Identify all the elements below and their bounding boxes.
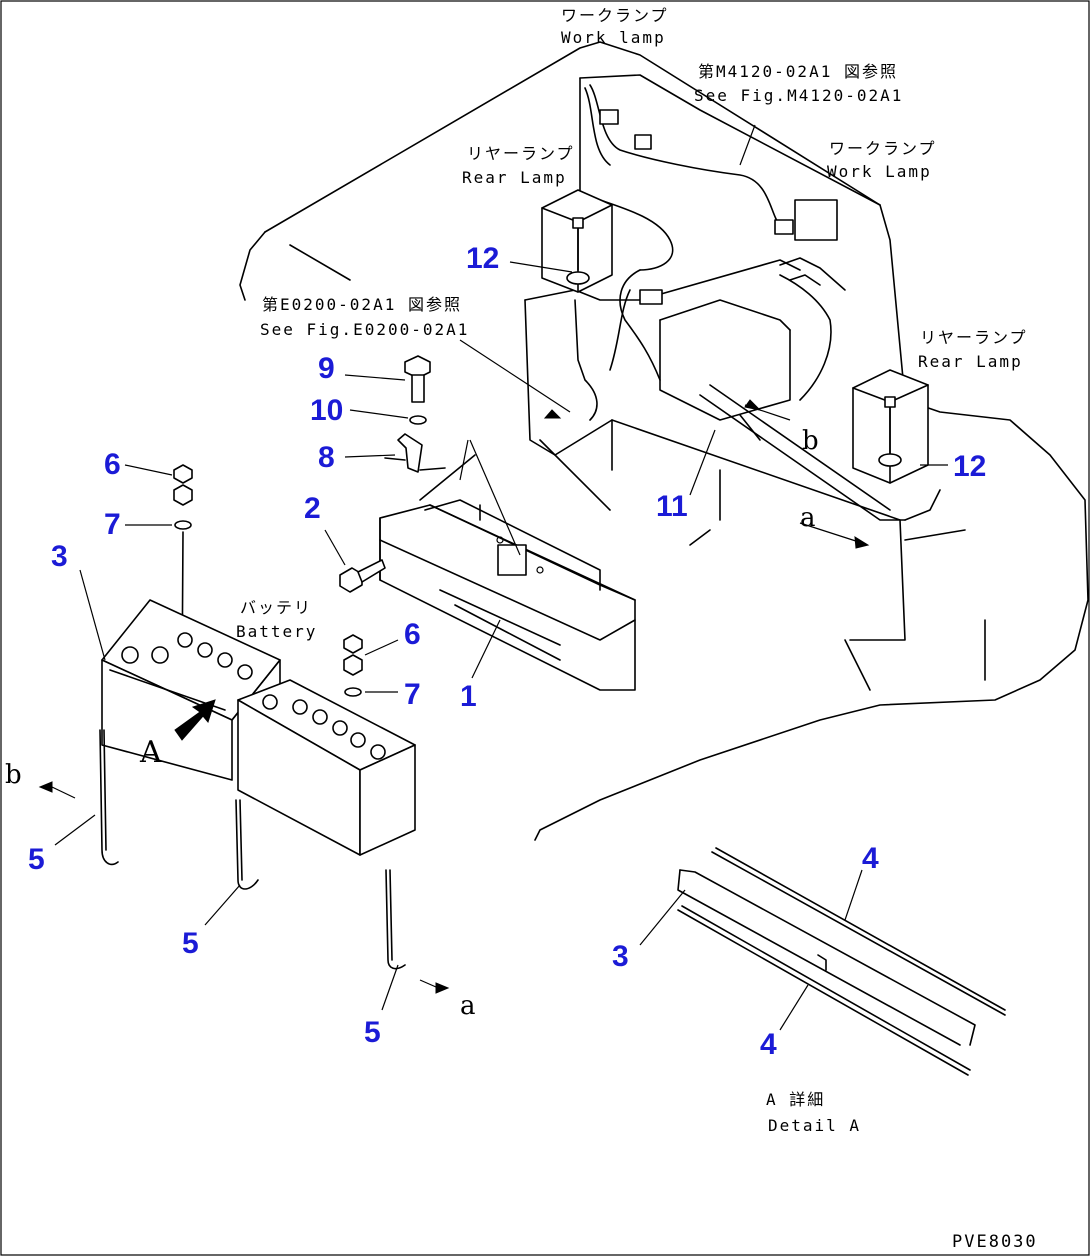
leader-lines — [54, 124, 948, 1031]
rear-lamp-left — [541, 189, 613, 293]
reference-top-en: See Fig.M4120-02A1 — [694, 86, 904, 105]
callout-4-top: 4 — [862, 842, 879, 875]
bolt — [339, 559, 386, 593]
callout-3-main: 3 — [51, 540, 68, 573]
arrow-b-label: b — [802, 426, 819, 456]
detail-a-en: Detail A — [768, 1116, 862, 1135]
drawing-code: PVE8030 — [952, 1232, 1038, 1252]
detail-a — [677, 847, 1006, 1076]
work-lamp-right-jp: ワークランプ — [829, 139, 937, 158]
work-lamp-right-body — [794, 199, 838, 241]
callout-9: 9 — [318, 352, 335, 385]
callout-12-right: 12 — [953, 450, 987, 483]
work-lamp-top-jp: ワークランプ — [561, 6, 669, 25]
reference-mid-en: See Fig.E0200-02A1 — [260, 320, 470, 339]
arrow-b-left-label: b — [5, 760, 22, 790]
rear-lamp-left-en: Rear Lamp — [462, 168, 567, 187]
connector — [599, 109, 619, 125]
battery-bracket — [379, 499, 636, 691]
work-lamp-right-en: Work Lamp — [827, 162, 932, 181]
view-a-label: A — [140, 735, 162, 770]
machine-body — [239, 41, 1089, 841]
battery-jp: バッテリ — [240, 598, 313, 617]
reference-top-jp: 第M4120-02A1 図参照 — [698, 62, 898, 81]
clamp-parts — [384, 355, 446, 473]
callout-4-bottom: 4 — [760, 1028, 777, 1061]
callout-6-mid: 6 — [404, 618, 421, 651]
connector — [634, 134, 652, 150]
rear-lamp-right — [852, 369, 929, 484]
callout-5-left: 5 — [28, 843, 45, 876]
arrow-a-label: a — [800, 503, 816, 533]
connector — [774, 219, 794, 235]
rear-lamp-right-jp: リヤーランプ — [920, 328, 1028, 347]
callout-10: 10 — [310, 394, 344, 427]
callout-7-mid: 7 — [404, 678, 421, 711]
arrow-a-bottom-label: a — [460, 991, 476, 1021]
rear-lamp-right-en: Rear Lamp — [918, 352, 1023, 371]
nuts-mid — [343, 634, 363, 697]
nuts-top — [173, 464, 193, 691]
connector — [639, 289, 663, 305]
callout-8: 8 — [318, 441, 335, 474]
battery-en: Battery — [236, 622, 318, 641]
callout-2: 2 — [304, 492, 321, 525]
callout-7-top: 7 — [104, 508, 121, 541]
j-bolts — [99, 729, 406, 970]
battery-right — [237, 679, 416, 856]
view-a-arrow — [174, 699, 216, 741]
battery-left — [101, 599, 281, 781]
work-lamp-top-en: Work lamp — [561, 28, 666, 47]
callout-6-top: 6 — [104, 448, 121, 481]
callout-5-right: 5 — [364, 1016, 381, 1049]
rear-lamp-left-jp: リヤーランプ — [467, 144, 575, 163]
reference-mid-jp: 第E0200-02A1 図参照 — [262, 295, 462, 314]
wiring-harness — [574, 84, 906, 521]
callout-11: 11 — [656, 490, 688, 523]
callout-3-detail: 3 — [612, 940, 629, 973]
callout-1: 1 — [460, 680, 477, 713]
detail-a-jp: A 詳細 — [766, 1090, 826, 1109]
callout-12-left: 12 — [466, 242, 500, 275]
callout-5-mid: 5 — [182, 927, 199, 960]
view-arrows — [38, 399, 870, 994]
